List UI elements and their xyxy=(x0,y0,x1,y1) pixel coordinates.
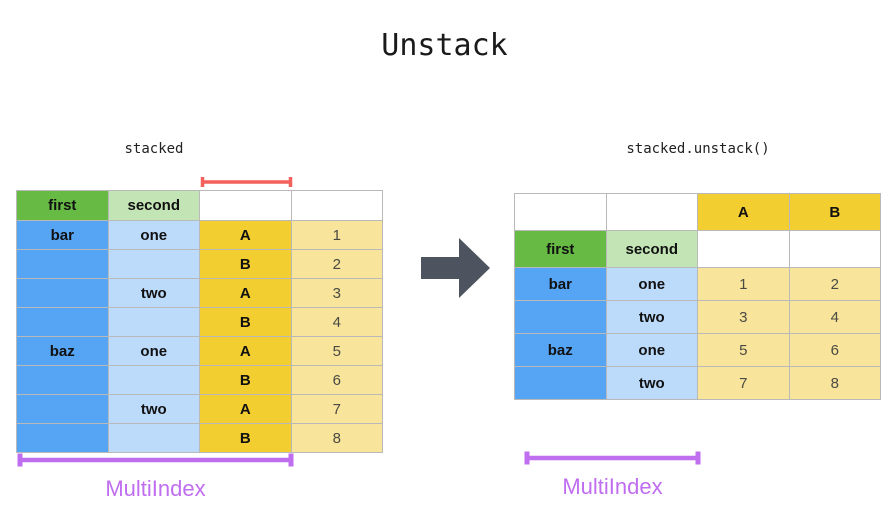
cell-second xyxy=(107,307,200,337)
cell-level: B xyxy=(199,423,292,453)
table-row: B 2 xyxy=(16,249,383,279)
table-row: two 3 4 xyxy=(514,300,881,334)
table-row: baz one 5 6 xyxy=(514,333,881,367)
right-table-caption: stacked.unstack() xyxy=(626,141,770,157)
cell-first xyxy=(514,366,607,400)
table-row: B 6 xyxy=(16,365,383,395)
cell-value-a: 1 xyxy=(697,267,790,301)
header-cell-blank-4 xyxy=(788,230,881,268)
cell-second: two xyxy=(605,366,698,400)
table-row: two A 7 xyxy=(16,394,383,424)
multiindex-bracket-icon-right xyxy=(524,451,701,465)
cell-second: one xyxy=(107,220,200,250)
right-arrow-icon xyxy=(421,238,490,298)
table-row: B 8 xyxy=(16,423,383,453)
cell-level: A xyxy=(199,220,292,250)
header-cell-first: first xyxy=(514,230,607,268)
cell-level: A xyxy=(199,278,292,308)
cell-value-a: 3 xyxy=(697,300,790,334)
cell-second xyxy=(107,423,200,453)
cell-first: baz xyxy=(16,336,109,366)
cell-value-a: 7 xyxy=(697,366,790,400)
cell-first: bar xyxy=(514,267,607,301)
cell-value: 5 xyxy=(290,336,383,366)
cell-value-b: 6 xyxy=(788,333,881,367)
cell-second: one xyxy=(605,267,698,301)
red-span-bracket-icon xyxy=(200,177,293,187)
cell-second: two xyxy=(107,278,200,308)
cell-first xyxy=(16,278,109,308)
cell-value: 7 xyxy=(290,394,383,424)
cell-value-b: 4 xyxy=(788,300,881,334)
multiindex-bracket-icon-left xyxy=(17,453,294,467)
cell-first xyxy=(16,365,109,395)
header-cell-first: first xyxy=(16,190,109,221)
colheader-cell-a: A xyxy=(697,193,790,231)
table-header-row: first second xyxy=(16,190,383,221)
table-column-header-row: A B xyxy=(514,193,881,231)
cell-level: B xyxy=(199,307,292,337)
cell-first xyxy=(16,249,109,279)
table-index-header-row: first second xyxy=(514,230,881,268)
cell-first: baz xyxy=(514,333,607,367)
multiindex-label-right: MultiIndex xyxy=(562,474,663,499)
table-row: two A 3 xyxy=(16,278,383,308)
multiindex-label-left: MultiIndex xyxy=(105,476,206,501)
cell-level: A xyxy=(199,336,292,366)
cell-second: one xyxy=(107,336,200,366)
table-row: bar one 1 2 xyxy=(514,267,881,301)
header-cell-blank-2 xyxy=(290,190,383,221)
cell-level: B xyxy=(199,365,292,395)
cell-first xyxy=(16,423,109,453)
cell-value: 3 xyxy=(290,278,383,308)
colheader-cell-blank-1 xyxy=(514,193,607,231)
cell-value: 4 xyxy=(290,307,383,337)
table-row: two 7 8 xyxy=(514,366,881,400)
cell-first xyxy=(514,300,607,334)
colheader-cell-blank-2 xyxy=(605,193,698,231)
cell-value-b: 8 xyxy=(788,366,881,400)
cell-second: two xyxy=(605,300,698,334)
colheader-cell-b: B xyxy=(788,193,881,231)
cell-first: bar xyxy=(16,220,109,250)
header-cell-blank-1 xyxy=(199,190,292,221)
header-cell-second: second xyxy=(107,190,200,221)
cell-value-b: 2 xyxy=(788,267,881,301)
cell-value: 6 xyxy=(290,365,383,395)
cell-value: 1 xyxy=(290,220,383,250)
cell-value: 8 xyxy=(290,423,383,453)
table-row: baz one A 5 xyxy=(16,336,383,366)
left-table-caption: stacked xyxy=(124,141,184,157)
header-cell-second: second xyxy=(605,230,698,268)
stacked-table: first second bar one A 1 B 2 two A 3 B xyxy=(16,190,383,453)
table-row: bar one A 1 xyxy=(16,220,383,250)
cell-second: one xyxy=(605,333,698,367)
cell-level: B xyxy=(199,249,292,279)
cell-value-a: 5 xyxy=(697,333,790,367)
cell-level: A xyxy=(199,394,292,424)
cell-second xyxy=(107,365,200,395)
cell-first xyxy=(16,394,109,424)
table-row: B 4 xyxy=(16,307,383,337)
cell-second xyxy=(107,249,200,279)
page-title: Unstack xyxy=(381,28,508,63)
cell-second: two xyxy=(107,394,200,424)
cell-value: 2 xyxy=(290,249,383,279)
unstacked-table: A B first second bar one 1 2 two 3 4 baz… xyxy=(514,193,881,400)
header-cell-blank-3 xyxy=(697,230,790,268)
cell-first xyxy=(16,307,109,337)
